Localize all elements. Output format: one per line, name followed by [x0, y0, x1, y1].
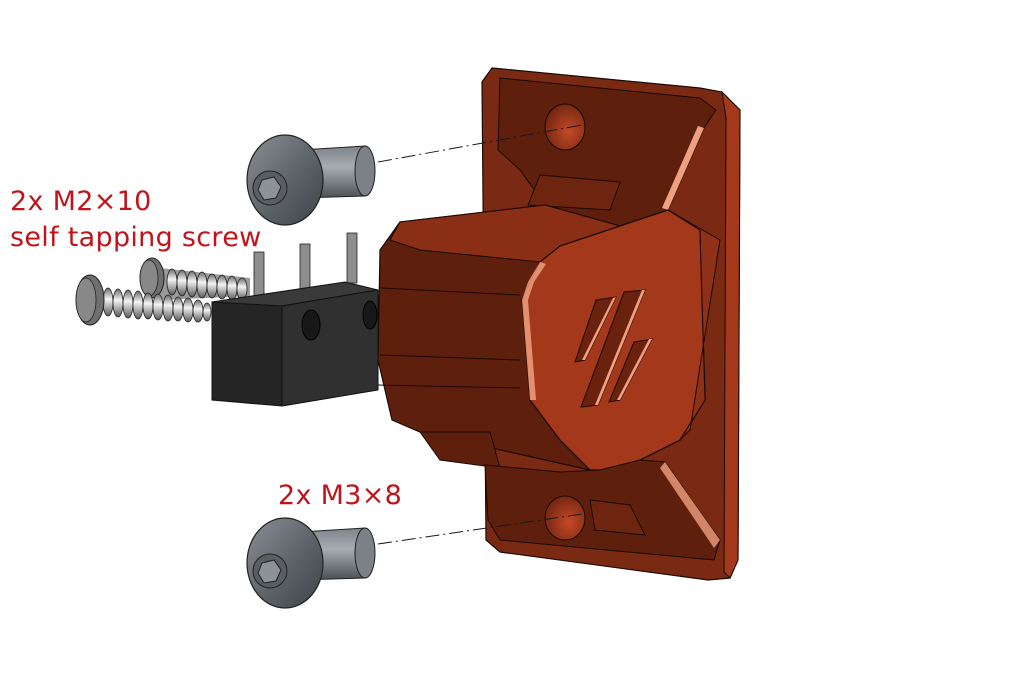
m2-self-tapping-screw — [75, 257, 250, 326]
mount-bracket — [377, 67, 741, 581]
m2-screw-desc-text: self tapping screw — [10, 222, 262, 253]
m3-screw-qty-text: 2x M3×8 — [278, 480, 403, 511]
logo-slashes-icon — [574, 289, 653, 408]
m2-screw-qty-text: 2x M2×10 — [10, 186, 152, 217]
m3-button-head-screw — [246, 134, 376, 609]
m3-screw-label: 2x M3×8 — [278, 478, 402, 514]
m2-screw-label: 2x M2×10 self tapping screw — [10, 184, 262, 256]
microswitch — [211, 232, 379, 407]
